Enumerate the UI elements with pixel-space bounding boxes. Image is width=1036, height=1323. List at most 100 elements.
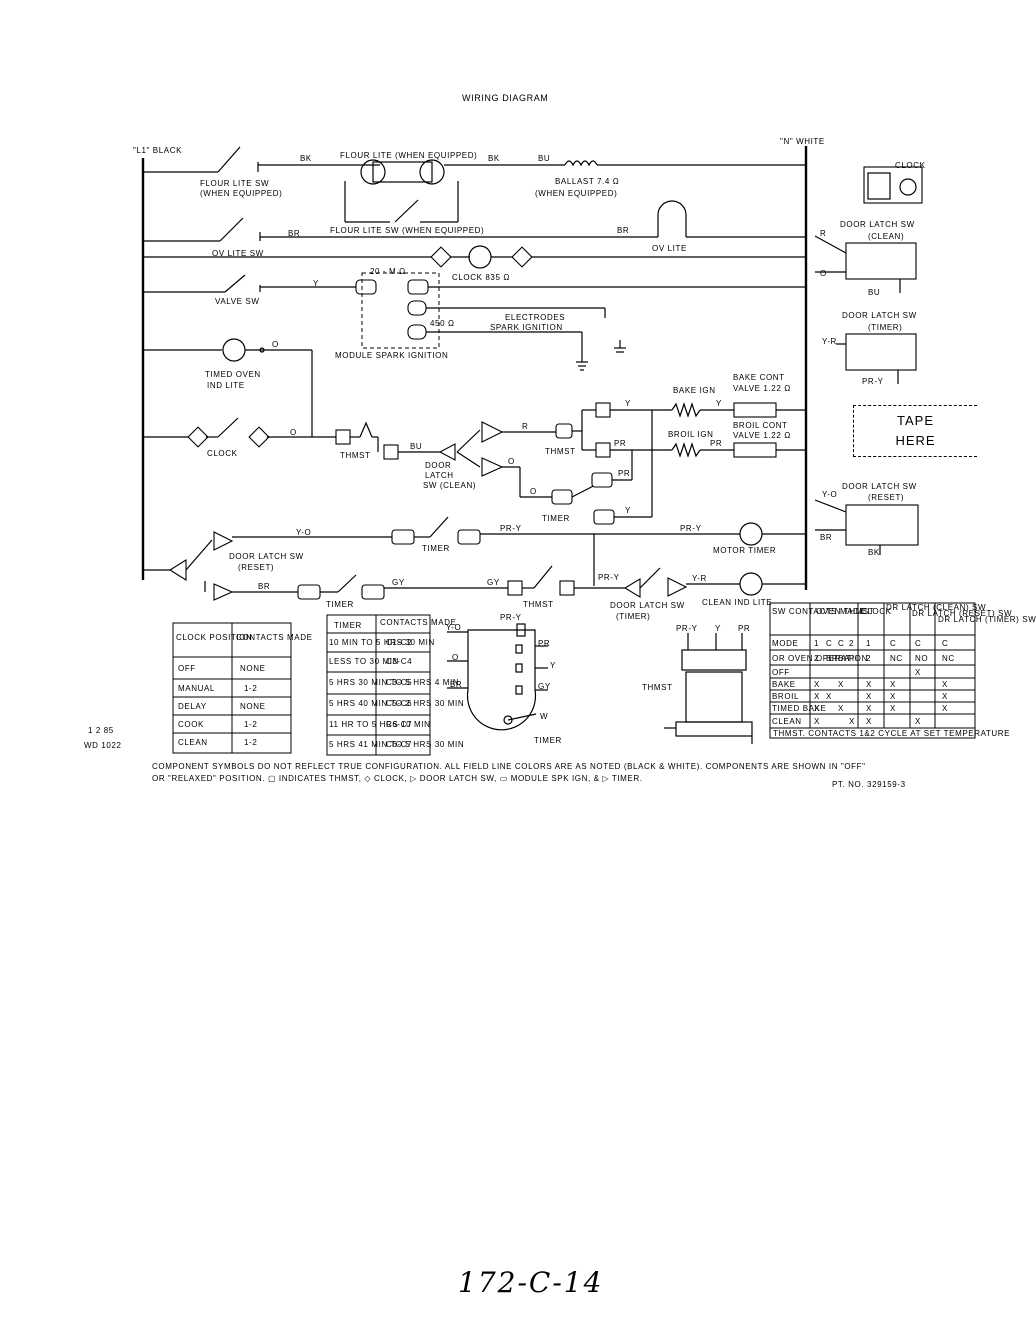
dl-timer-sub: (TIMER): [868, 323, 902, 332]
sw-cell: X: [890, 680, 896, 689]
date-code: 1 2 85: [88, 726, 114, 735]
sw-cell: X: [814, 692, 820, 701]
wire-bk-2: BK: [488, 154, 500, 163]
sw-cell: X: [866, 717, 872, 726]
wire-gy-1: GY: [392, 578, 405, 587]
clock-position-table: CLOCK POSITION CONTACTS MADE OFF NONE MA…: [172, 622, 313, 754]
clock-row-5-made: 1-2: [244, 738, 257, 747]
bake-valve-label: BAKE CONT: [733, 373, 785, 382]
sw-cell: MODE: [772, 639, 798, 648]
clock-table-h2: CONTACTS MADE: [236, 633, 313, 642]
sw-cell: X: [942, 704, 948, 713]
ballast-eq-label: (WHEN EQUIPPED): [535, 189, 617, 198]
sw-cell: CLEAN: [772, 717, 802, 726]
sw-cell: X: [890, 704, 896, 713]
sw-cell: X: [915, 717, 921, 726]
ballast-label: BALLAST 7.4 Ω: [555, 177, 619, 186]
clock-table-h1: CLOCK POSITION: [176, 633, 252, 642]
sw-cell: X: [890, 692, 896, 701]
door-latch-timer-label: DOOR LATCH SW: [610, 601, 685, 610]
timer-row-3-c: C3-C5: [386, 678, 412, 687]
sw-cell: OFF: [772, 668, 790, 677]
floor-lite-sw-eq: (WHEN EQUIPPED): [200, 189, 282, 198]
sw-cell: X: [942, 692, 948, 701]
clock-row-5-pos: CLEAN: [178, 738, 208, 747]
timer-row-4-range: 5 HRS 40 MIN TO 2 HRS 30 MIN: [329, 699, 464, 708]
wire-bk-3: BK: [868, 548, 880, 557]
thmst-pin-pr: PR: [738, 624, 750, 633]
sw-cell: X: [814, 717, 820, 726]
sw-cell: C: [942, 639, 948, 648]
dl-clean-sub: (CLEAN): [868, 232, 904, 241]
timer-row-3-range: 5 HRS 30 MIN TO 5 HRS 4 MIN: [329, 678, 459, 687]
wd-code: WD 1022: [84, 741, 122, 750]
diagram-title: WIRING DIAGRAM: [462, 93, 548, 103]
wire-yo-2: Y-O: [822, 490, 837, 499]
thmst-pin-y: Y: [715, 624, 721, 633]
sw-cell: X: [866, 680, 872, 689]
timer-pin-yo: Y-O: [446, 623, 461, 632]
wire-yr-2: Y-R: [822, 337, 837, 346]
sw-cell: NO: [915, 654, 928, 663]
wire-y-1: Y: [313, 279, 319, 288]
timer-mechanism-diagram: PR-Y Y-O O BR PR Y GY W TIMER: [446, 613, 562, 745]
sw-cell: TIMED BAKE: [772, 704, 826, 713]
wire-o-5: O: [820, 269, 827, 278]
latch-label: LATCH: [425, 471, 454, 480]
n-label: "N" WHITE: [780, 137, 825, 146]
timer-pin-w: W: [540, 712, 548, 721]
timer-row-1-c: C1-C2: [386, 638, 412, 647]
clock-box-label: CLOCK: [895, 161, 926, 170]
clock-row-4-pos: COOK: [178, 720, 204, 729]
timer-row-6-range: 5 HRS 41 MIN TO 5 HRS 30 MIN: [329, 740, 464, 749]
thmst-note: THMST. CONTACTS 1&2 CYCLE AT SET TEMPERA…: [773, 729, 1010, 738]
sw-cell: OR OVEN OPERATION: [772, 654, 868, 663]
clock-circuit: CLOCK 835 Ω: [143, 245, 806, 282]
switch-contacts-table: SW CONTACTS MADE OVEN THMST CLOCK DR LAT…: [769, 602, 1036, 739]
clean-ind-label: CLEAN IND LITE: [702, 598, 772, 607]
clock-row-4-made: 1-2: [244, 720, 257, 729]
timer-diagram-label: TIMER: [534, 736, 562, 745]
module-label: MODULE SPARK IGNITION: [335, 351, 448, 360]
footnote-line-2: OR "RELAXED" POSITION. ▢ INDICATES THMST…: [152, 774, 643, 783]
thermostat-diagram: PR-Y Y PR THMST: [642, 624, 753, 744]
sw-cell: X: [838, 680, 844, 689]
wire-pr-3: PR: [618, 469, 630, 478]
wire-y-3: Y: [716, 399, 722, 408]
wire-pry-4: PR-Y: [862, 377, 884, 386]
spark-module-circuit: VALVE SW 20 - M Ω ELECTRODES SPARK IGNIT…: [143, 267, 806, 371]
wire-pr-2: PR: [710, 439, 722, 448]
door-latch-reset-sw: DOOR LATCH SW (RESET) Y-O BR BK: [814, 482, 919, 557]
broil-valve-label-2: VALVE 1.22 Ω: [733, 431, 791, 440]
sw-cell: X: [915, 668, 921, 677]
sw-cell: X: [826, 692, 832, 701]
wire-y-2: Y: [625, 399, 631, 408]
wire-bu-3: BU: [868, 288, 880, 297]
sw-clean-label: SW (CLEAN): [423, 481, 476, 490]
dl-reset-sub: (RESET): [868, 493, 904, 502]
timer-pin-o: O: [452, 653, 459, 662]
timer-pin-gy: GY: [538, 682, 551, 691]
thmst-pin-pry: PR-Y: [676, 624, 698, 633]
wire-yo-1: Y-O: [296, 528, 311, 537]
wire-r-1: R: [522, 422, 528, 431]
wire-o-3: O: [508, 457, 515, 466]
sw-cell: 2: [866, 654, 871, 663]
dl-timer-title: DOOR LATCH SW: [842, 311, 917, 320]
timer-pin-pr: PR: [538, 639, 550, 648]
ov-lite-label: OV LITE: [652, 244, 687, 253]
clock-row-2-made: 1-2: [244, 684, 257, 693]
dl-clean-title: DOOR LATCH SW: [840, 220, 915, 229]
thmst-diagram-label: THMST: [642, 683, 673, 692]
bake-valve-label-2: VALVE 1.22 Ω: [733, 384, 791, 393]
sw-cell: 2: [849, 639, 854, 648]
wire-o-1: O: [272, 340, 279, 349]
valve-sw-label: VALVE SW: [215, 297, 260, 306]
timer-pin-br: BR: [450, 680, 462, 689]
clock-module-box: CLOCK: [863, 161, 926, 204]
sw-cell: NC: [890, 654, 903, 663]
timer-row-2-range: LESS TO 30 MIN: [329, 657, 399, 666]
dl-reset-title: DOOR LATCH SW: [842, 482, 917, 491]
